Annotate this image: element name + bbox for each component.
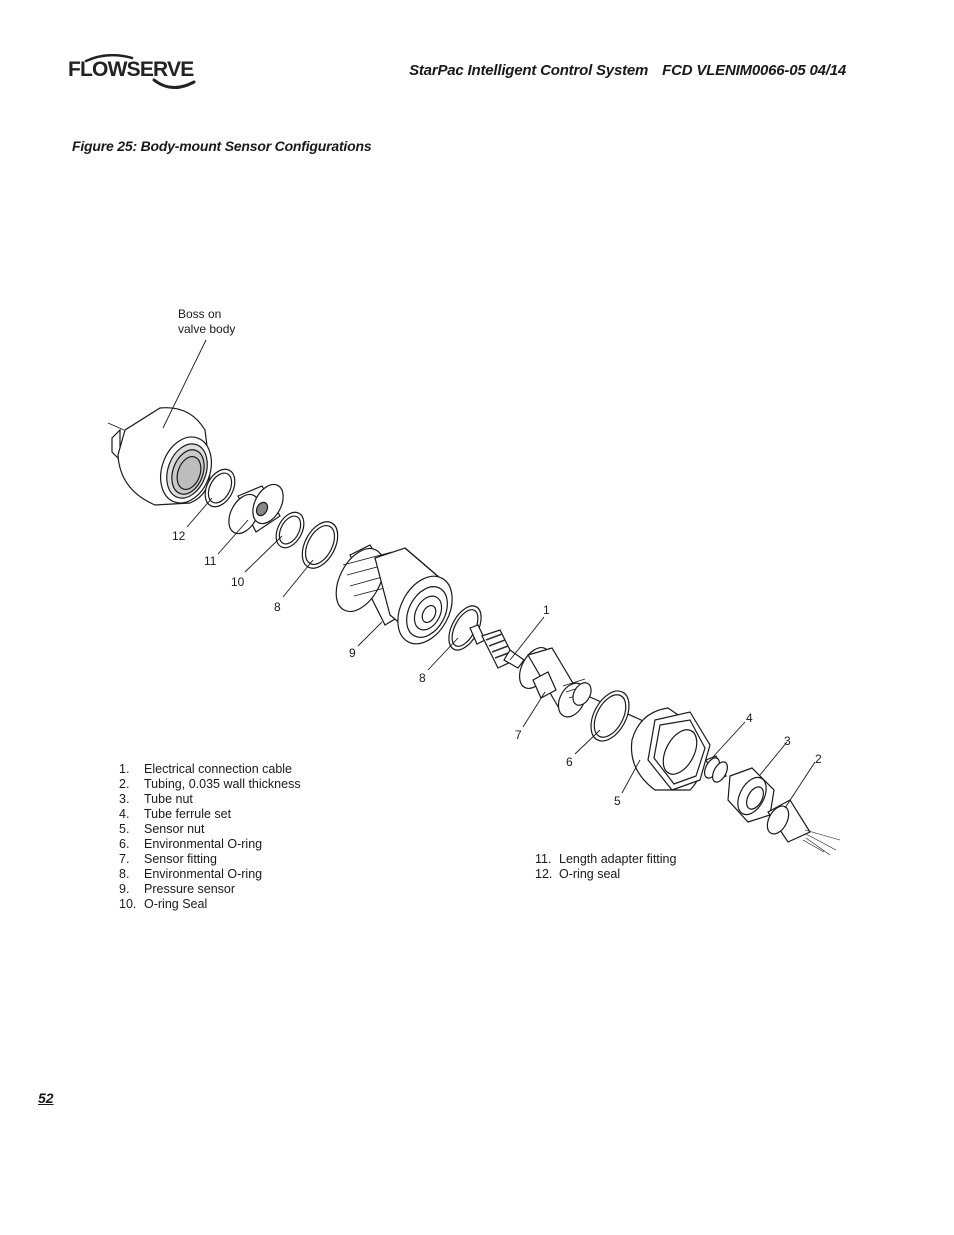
list-item: 11.Length adapter fitting — [535, 852, 677, 866]
callout-9: 9 — [349, 646, 356, 660]
exploded-sensor-diagram: Boss on valve body 12 11 10 8 9 8 1 7 6 … — [107, 307, 841, 856]
figure-caption: Figure 25: Body-mount Sensor Configurati… — [72, 138, 372, 154]
list-item: 6.Environmental O-ring — [119, 837, 263, 851]
logo-swoosh — [152, 78, 196, 89]
valve-body-boss — [111, 407, 212, 506]
sensor-nut-5 — [630, 707, 711, 791]
tubing-2 — [766, 799, 841, 856]
list-item: 10.O-ring Seal — [119, 897, 208, 911]
list-item: 9.Pressure sensor — [119, 882, 236, 896]
parts-list-right: 11.Length adapter fitting 12.O-ring seal — [535, 852, 676, 882]
callout-7: 7 — [515, 728, 522, 742]
electrical-connection-cable-1 — [469, 624, 525, 669]
callout-1: 1 — [543, 603, 550, 617]
logo-wordmark: FLOWSERVE — [68, 58, 194, 81]
logo-swoosh-top — [84, 54, 134, 63]
list-item: 5.Sensor nut — [119, 822, 205, 836]
list-item: 4.Tube ferrule set — [119, 807, 232, 821]
callout-6: 6 — [566, 755, 573, 769]
pressure-sensor-9 — [335, 544, 453, 645]
environmental-o-ring-6 — [590, 690, 630, 742]
header-title: StarPac Intelligent Control System FCD VL… — [409, 62, 846, 79]
list-item: 1.Electrical connection cable — [119, 762, 292, 776]
o-ring-seal-12 — [204, 468, 236, 508]
tube-ferrule-set-4 — [704, 755, 728, 783]
parts-list-left: 1.Electrical connection cable 2.Tubing, … — [119, 762, 301, 912]
callout-8-lower: 8 — [419, 671, 426, 685]
boss-label-line2: valve body — [178, 322, 235, 336]
list-item: 12.O-ring seal — [535, 867, 621, 881]
list-item: 8.Environmental O-ring — [119, 867, 263, 881]
list-item: 2.Tubing, 0.035 wall thickness — [119, 777, 301, 791]
flowserve-logo: FLOWSERVE — [68, 54, 196, 89]
product-name: StarPac Intelligent Control System — [409, 62, 649, 79]
length-adapter-fitting-11 — [228, 483, 284, 535]
callout-3: 3 — [784, 734, 791, 748]
axis-line — [107, 422, 125, 431]
environmental-o-ring-8-upper — [301, 521, 339, 569]
document-code: FCD VLENIM0066-05 04/14 — [662, 62, 846, 79]
callout-10: 10 — [231, 575, 245, 589]
callout-8-upper: 8 — [274, 600, 281, 614]
sensor-fitting-7 — [518, 647, 592, 718]
page-number: 52 — [38, 1090, 54, 1106]
callout-11: 11 — [204, 554, 217, 568]
leader-lines — [162, 339, 816, 809]
list-item: 3.Tube nut — [119, 792, 193, 806]
list-item: 7.Sensor fitting — [119, 852, 217, 866]
callout-4: 4 — [746, 711, 753, 725]
boss-label-line1: Boss on — [178, 307, 221, 321]
tube-nut-3 — [727, 767, 775, 823]
callout-2: 2 — [815, 752, 822, 766]
callout-12: 12 — [172, 529, 186, 543]
callout-5: 5 — [614, 794, 621, 808]
o-ring-10 — [275, 511, 305, 549]
